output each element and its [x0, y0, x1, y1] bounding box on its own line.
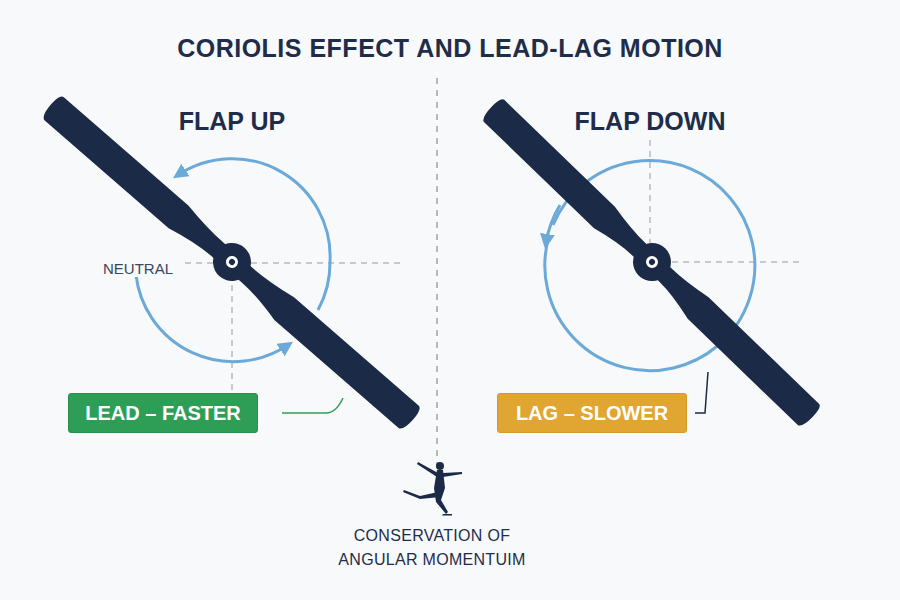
callout-text: LAG – SLOWER — [516, 402, 668, 425]
panel-heading: FLAP UP — [179, 107, 286, 136]
guide-line — [650, 261, 800, 263]
title: CORIOLIS EFFECT AND LEAD-LAG MOTION — [177, 34, 723, 63]
guide-line — [231, 263, 233, 392]
rotor-blade — [38, 90, 425, 434]
axis-label: NEUTRAL — [101, 260, 175, 277]
rotor-blade — [478, 93, 826, 430]
panel-heading: FLAP DOWN — [575, 107, 726, 136]
rotation-arc — [318, 262, 330, 310]
caption-note: CONSERVATION OF ANGULAR MOMENTUIM — [317, 524, 547, 572]
divider — [436, 78, 438, 470]
skater-figure — [403, 462, 462, 516]
leader-line — [695, 372, 708, 413]
leader-line — [282, 398, 343, 413]
callout-text: LEAD – FASTER — [85, 402, 241, 425]
callout-box: LEAD – FASTER — [68, 393, 258, 433]
rotation-arrow — [546, 205, 560, 243]
callout-box: LAG – SLOWER — [497, 393, 687, 433]
